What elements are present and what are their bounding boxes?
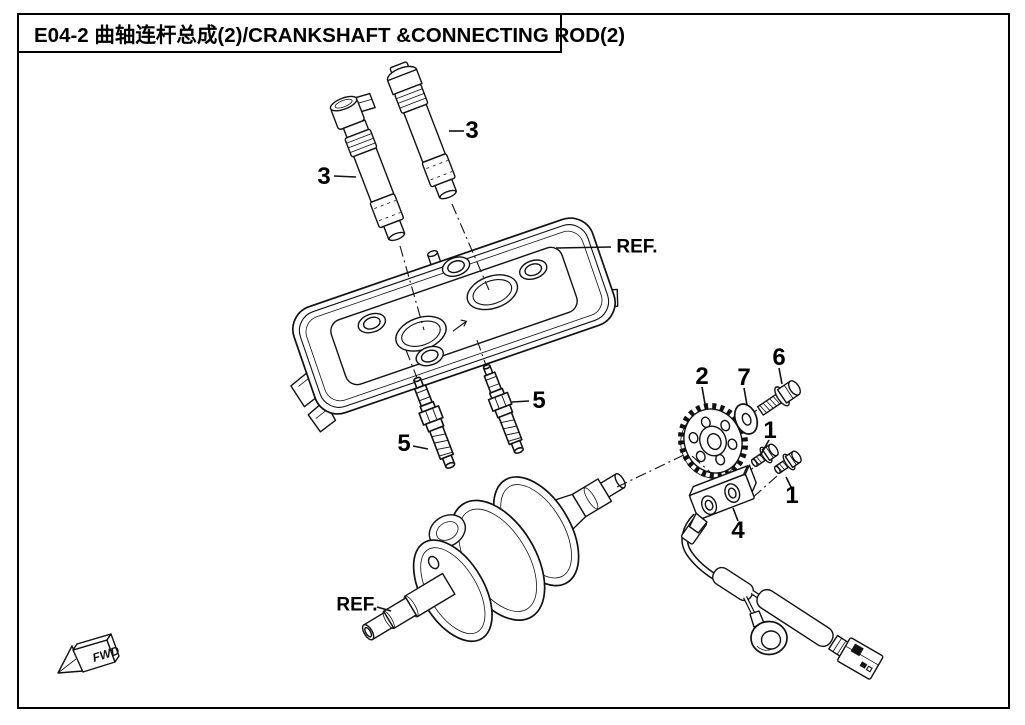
callout-spark-plug-left: 5 [397, 430, 411, 457]
leader-lines [333, 130, 792, 612]
callout-crankshaft-ref: REF. [336, 594, 378, 616]
flange-bolt [756, 380, 801, 416]
page-title: E04-2 曲轴连杆总成(2)/CRANKSHAFT &CONNECTING R… [34, 24, 626, 47]
sensor-harness [680, 464, 884, 680]
callout-bolt-lower: 1 [785, 482, 799, 509]
timing-sprocket [677, 402, 749, 480]
callout-washer: 7 [737, 364, 751, 391]
ignition-coil-left [329, 92, 406, 242]
crankshaft [361, 473, 626, 643]
cylinder-head-cover [290, 217, 619, 433]
title-box: E04-2 曲轴连杆总成(2)/CRANKSHAFT &CONNECTING R… [17, 13, 625, 53]
callout-bolt-upper: 1 [763, 417, 777, 444]
connector [837, 637, 884, 680]
callout-ignition-coil-right: 3 [465, 117, 479, 144]
callout-ignition-coil-left: 3 [317, 163, 331, 190]
ignition-coil-right [386, 61, 458, 200]
callout-spark-plug-right: 5 [532, 387, 546, 414]
callout-cover-ref: REF. [616, 236, 658, 258]
spark-plug-right [482, 364, 524, 454]
spark-plug-left [413, 376, 456, 469]
callout-sprocket: 2 [695, 363, 709, 390]
bolt-lower [773, 450, 802, 475]
washer [733, 403, 759, 435]
callout-sensor: 4 [731, 517, 745, 544]
fwd-direction-marker: FWD [57, 633, 121, 674]
bolt-upper [750, 443, 779, 468]
sensor-body [688, 464, 757, 534]
callout-flange-bolt: 6 [772, 344, 786, 371]
